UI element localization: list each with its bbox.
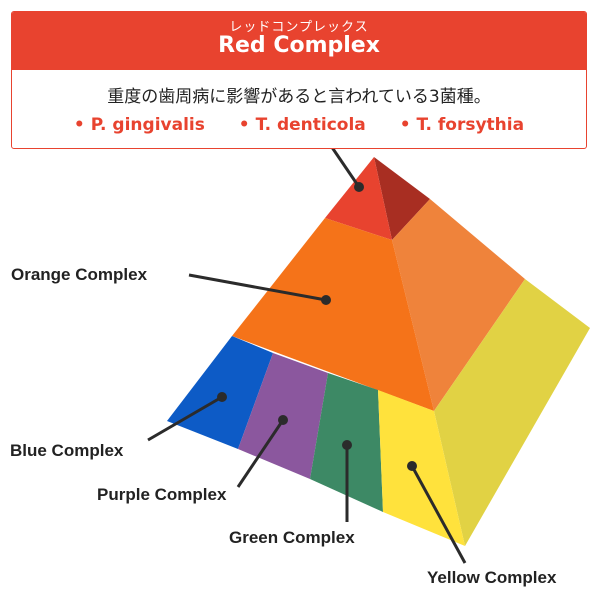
pyramid-red-front-face bbox=[325, 157, 392, 240]
blue-leader-line bbox=[147, 395, 223, 442]
bullet-icon: • bbox=[73, 115, 85, 135]
red-complex-header: レッドコンプレックス Red Complex bbox=[12, 12, 586, 70]
species-item: • P. gingivalis bbox=[73, 115, 205, 135]
orange-complex-label: Orange Complex bbox=[11, 265, 148, 284]
pyramid-orange-right-face bbox=[392, 199, 525, 411]
red-complex-box: レッドコンプレックス Red Complex 重度の歯周病に影響があると言われて… bbox=[11, 11, 587, 149]
pyramid-red-right-face bbox=[374, 157, 430, 240]
pyramid-yellow-front-face bbox=[378, 390, 465, 546]
red-complex-kana: レッドコンプレックス bbox=[229, 20, 369, 35]
species-item: • T. denticola bbox=[238, 115, 366, 135]
orange-leader-dot bbox=[321, 295, 331, 305]
blue-complex-label: Blue Complex bbox=[10, 441, 124, 460]
pyramid-yellow-right-face bbox=[434, 279, 590, 546]
pyramid-orange-front-face bbox=[232, 218, 434, 411]
red-complex-description: 重度の歯周病に影響があると言われている3菌種。 bbox=[107, 87, 491, 107]
purple-complex-label: Purple Complex bbox=[97, 485, 227, 504]
yellow-complex-label: Yellow Complex bbox=[427, 568, 557, 587]
red-complex-title: Red Complex bbox=[218, 33, 380, 58]
orange-leader-line bbox=[188, 273, 327, 302]
species-list: • P. gingivalis • T. denticola • T. fors… bbox=[12, 115, 586, 135]
bullet-icon: • bbox=[399, 115, 411, 135]
blue-leader-dot bbox=[217, 392, 227, 402]
species-item: • T. forsythia bbox=[399, 115, 525, 135]
green-complex-label: Green Complex bbox=[229, 528, 355, 547]
green-leader-dot bbox=[342, 440, 352, 450]
yellow-leader-line bbox=[410, 465, 467, 564]
red-leader-dot bbox=[354, 182, 364, 192]
yellow-leader-dot bbox=[407, 461, 417, 471]
bullet-icon: • bbox=[238, 115, 250, 135]
purple-leader-line bbox=[236, 419, 285, 488]
purple-leader-dot bbox=[278, 415, 288, 425]
